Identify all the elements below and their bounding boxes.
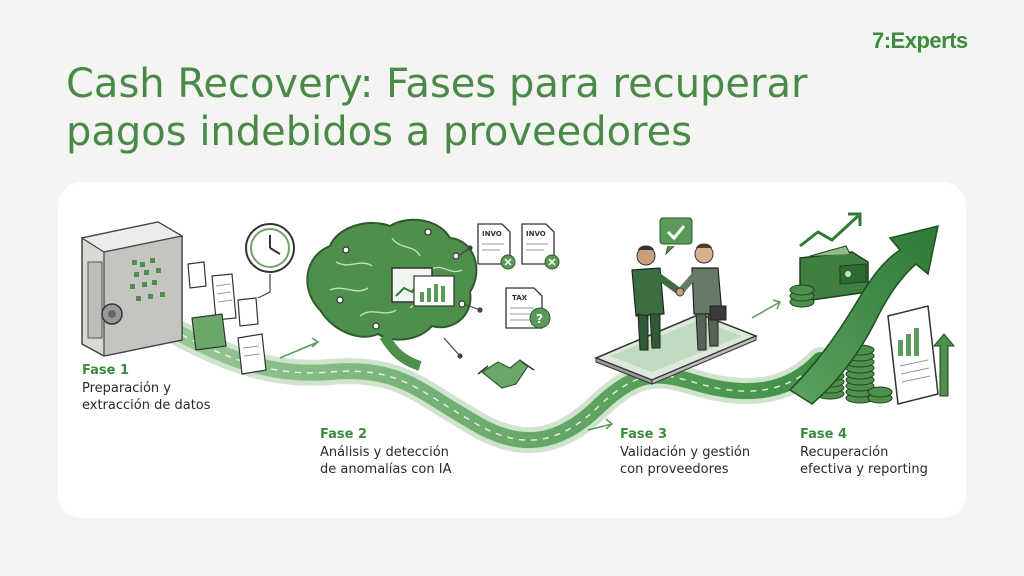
safe-icon	[80, 221, 184, 357]
phase-4-desc-line2: efectiva y reporting	[800, 462, 928, 477]
phase-3-desc-line1: Validación y gestión	[620, 445, 751, 460]
clock-icon	[245, 223, 295, 299]
phase-1: Fase 1 Preparación y extracción de datos	[82, 362, 211, 414]
checkmark-bubble-icon	[659, 217, 693, 256]
phase-4: Fase 4 Recuperación efectiva y reporting	[800, 426, 928, 478]
phase-4-desc-line1: Recuperación	[800, 445, 889, 460]
trend-up-icon	[799, 212, 862, 248]
tax-form-icon: TAX ?	[505, 287, 551, 329]
process-road	[137, 305, 833, 453]
flow-arrows	[279, 299, 782, 431]
invoice-label-a: INVO	[482, 230, 502, 238]
phase-2-desc-line2: de anomalías con IA	[320, 462, 452, 477]
page-title-line1: Cash Recovery: Fases para recuperar	[66, 61, 808, 107]
phase-1-desc-line1: Preparación y	[82, 381, 171, 396]
brain-icon	[306, 218, 478, 371]
wallet-icon	[799, 245, 869, 301]
invoice-icon: INVO INVO	[477, 223, 560, 270]
tax-label: TAX	[512, 294, 528, 302]
rising-arrow-icon	[788, 224, 939, 405]
phase-2: Fase 2 Análisis y detección de anomalías…	[320, 426, 451, 478]
tablet-icon	[594, 313, 758, 385]
phase-1-title: Fase 1	[82, 363, 130, 378]
handshake-icon	[477, 359, 535, 389]
svg-text:?: ?	[536, 312, 543, 326]
phase-4-title: Fase 4	[800, 427, 848, 442]
businessmen-handshake-icon	[631, 243, 727, 351]
phase-2-desc-line1: Análisis y detección	[320, 445, 449, 460]
page-title-line2: pagos indebidos a proveedores	[66, 109, 693, 155]
brain-connectors	[443, 245, 483, 359]
phase-1-desc-line2: extracción de datos	[82, 398, 211, 413]
phase-2-title: Fase 2	[320, 427, 368, 442]
page-title: Cash Recovery: Fases para recuperar pago…	[66, 60, 966, 156]
phase-3-title: Fase 3	[620, 427, 668, 442]
data-documents	[187, 261, 267, 375]
report-icon	[887, 305, 956, 405]
brand-logo: 7:Experts	[872, 28, 968, 53]
invoice-label-b: INVO	[526, 230, 546, 238]
phase-3-desc-line2: con proveedores	[620, 462, 729, 477]
phase-3: Fase 3 Validación y gestión con proveedo…	[620, 426, 750, 478]
